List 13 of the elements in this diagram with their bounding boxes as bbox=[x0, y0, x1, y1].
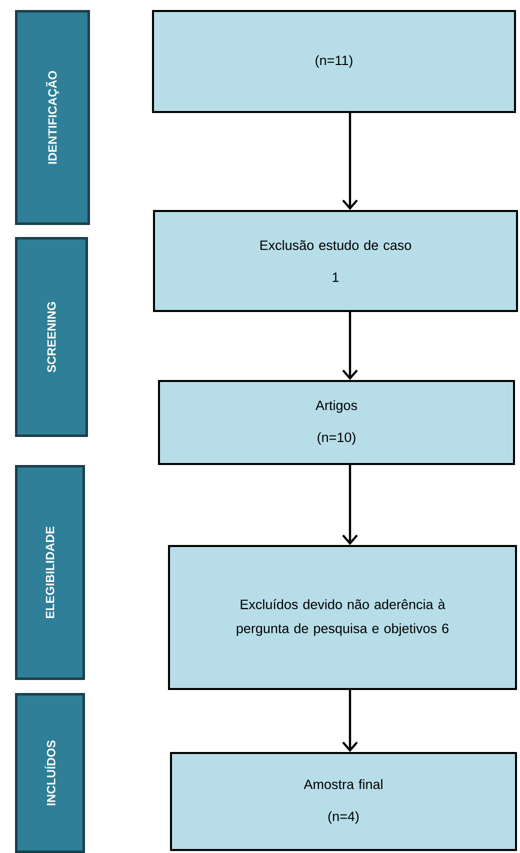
arrow bbox=[342, 113, 358, 210]
stage-band: INCLUÍDOS bbox=[15, 693, 85, 853]
arrow bbox=[342, 312, 358, 380]
stage-band: ELEGIBILIDADE bbox=[15, 465, 85, 680]
stage-band: IDENTIFICAÇÃO bbox=[15, 10, 90, 225]
process-box: (n=11) bbox=[152, 10, 516, 113]
process-box: Exclusão estudo de caso 1 bbox=[153, 210, 518, 312]
process-box: Artigos (n=10) bbox=[158, 380, 515, 465]
process-box: Amostra final (n=4) bbox=[170, 752, 517, 851]
arrow bbox=[342, 690, 358, 752]
process-box: Excluídos devido não aderência à pergunta de pesquisa e objetivos 6 bbox=[168, 545, 517, 690]
stage-band: SCREENING bbox=[15, 237, 88, 437]
arrow bbox=[342, 465, 358, 545]
